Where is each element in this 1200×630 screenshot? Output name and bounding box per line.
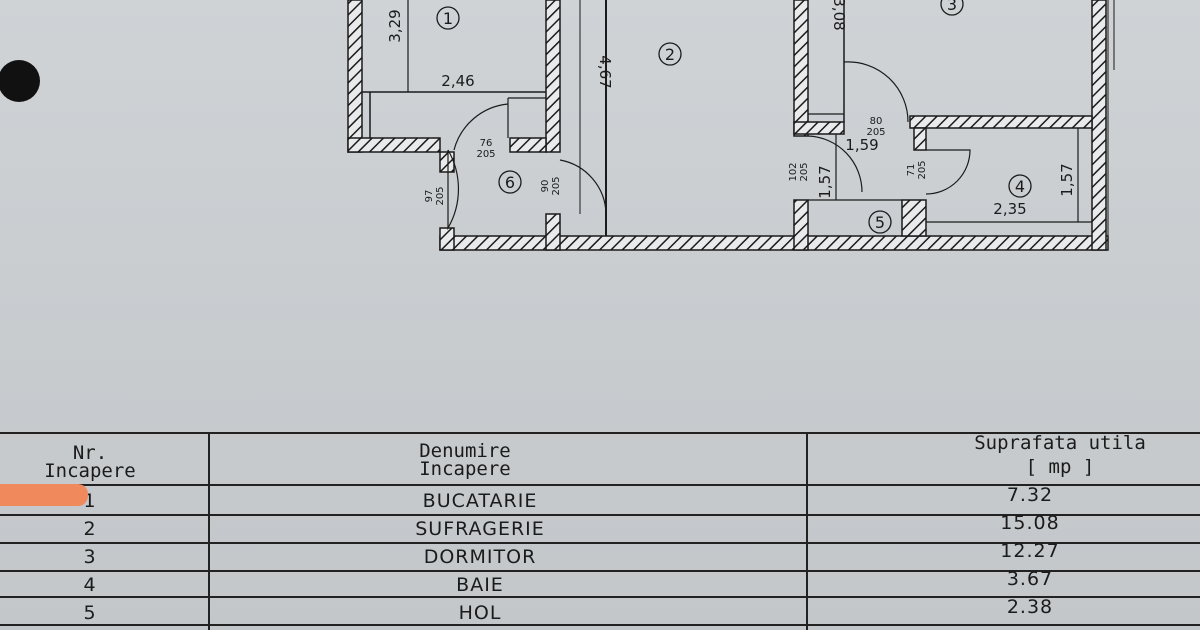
row-5-name: HOL	[458, 602, 502, 624]
dim-hall-height: 1,57	[816, 165, 834, 198]
dim-bath-width: 2,35	[993, 200, 1026, 218]
wall-bedroom-left	[793, 0, 809, 137]
dim-hall-width: 1,59	[845, 136, 878, 154]
row-4-nr: 4	[83, 574, 97, 596]
wall-hall-left	[793, 199, 809, 251]
svg-text:3: 3	[947, 0, 957, 14]
row-2-name: SUFRAGERIE	[415, 518, 545, 540]
wall-right	[1091, 0, 1107, 251]
wall-kitchen-right	[545, 0, 561, 153]
row-3-name: DORMITOR	[423, 546, 537, 568]
row-4-name: BAIE	[456, 574, 504, 596]
redaction-mark	[0, 484, 88, 506]
row-2-nr: 2	[83, 518, 97, 540]
punch-hole	[0, 60, 40, 102]
wall-kitchen-bottom-right	[509, 137, 547, 153]
dim-bath-height: 1,57	[1058, 163, 1076, 196]
room-marker-6: 6	[498, 170, 522, 194]
door-label-c: 90205	[540, 176, 562, 195]
wall-stub-b	[439, 227, 455, 251]
dim-living-height: 4,67	[596, 55, 614, 88]
wall-kitchen-bottom	[347, 137, 441, 153]
row-3-nr: 3	[83, 546, 97, 568]
wall-bath-left	[913, 127, 927, 151]
wall-shaft	[901, 199, 927, 237]
wall-kitchen-left	[347, 0, 363, 153]
dim-kitchen-width: 2,46	[441, 72, 474, 90]
header-denumire: Denumire Incapere	[419, 440, 511, 480]
wall-stub-c	[545, 213, 561, 251]
header-suprafata: Suprafata utila [ mp ]	[974, 432, 1146, 478]
header-nr: Nr. Incapere	[44, 442, 136, 482]
svg-text:6: 6	[505, 173, 515, 192]
room-marker-2: 2	[658, 42, 682, 66]
room-marker-3: 3	[940, 0, 964, 16]
door-label-e: 102205	[788, 162, 810, 181]
svg-text:1: 1	[443, 9, 453, 28]
dim-kitchen-height: 3,29	[386, 9, 404, 42]
svg-text:5: 5	[875, 213, 885, 232]
row-1-name: BUCATARIE	[422, 490, 538, 512]
floor-plan: 1 2 3 4 5 6 3,29 2,46 4,67 3,08 1,59 1,5…	[347, 0, 1115, 251]
row-3-area: 12.27	[1000, 540, 1060, 562]
row-5-nr: 5	[83, 602, 97, 624]
row-2-area: 15.08	[1000, 512, 1060, 534]
wall-hall-top	[793, 121, 845, 135]
room-table: Nr. Incapere Denumire Incapere Suprafata…	[0, 432, 1200, 630]
svg-text:4: 4	[1015, 177, 1025, 196]
door-label-b: 97205	[424, 186, 446, 205]
door-label-f: 71205	[906, 160, 928, 179]
room-marker-4: 4	[1008, 174, 1032, 198]
room-marker-5: 5	[868, 210, 892, 234]
row-4-area: 3.67	[1006, 568, 1054, 590]
wall-bottom	[439, 235, 1109, 251]
room-marker-1: 1	[436, 6, 460, 30]
row-1-area: 7.32	[1006, 484, 1054, 506]
dim-bedroom-height: 3,08	[830, 0, 848, 31]
wall-stub-a	[439, 151, 455, 173]
row-5-area: 2.38	[1006, 596, 1054, 618]
svg-text:2: 2	[665, 45, 675, 64]
wall-bath-top	[909, 115, 1093, 129]
